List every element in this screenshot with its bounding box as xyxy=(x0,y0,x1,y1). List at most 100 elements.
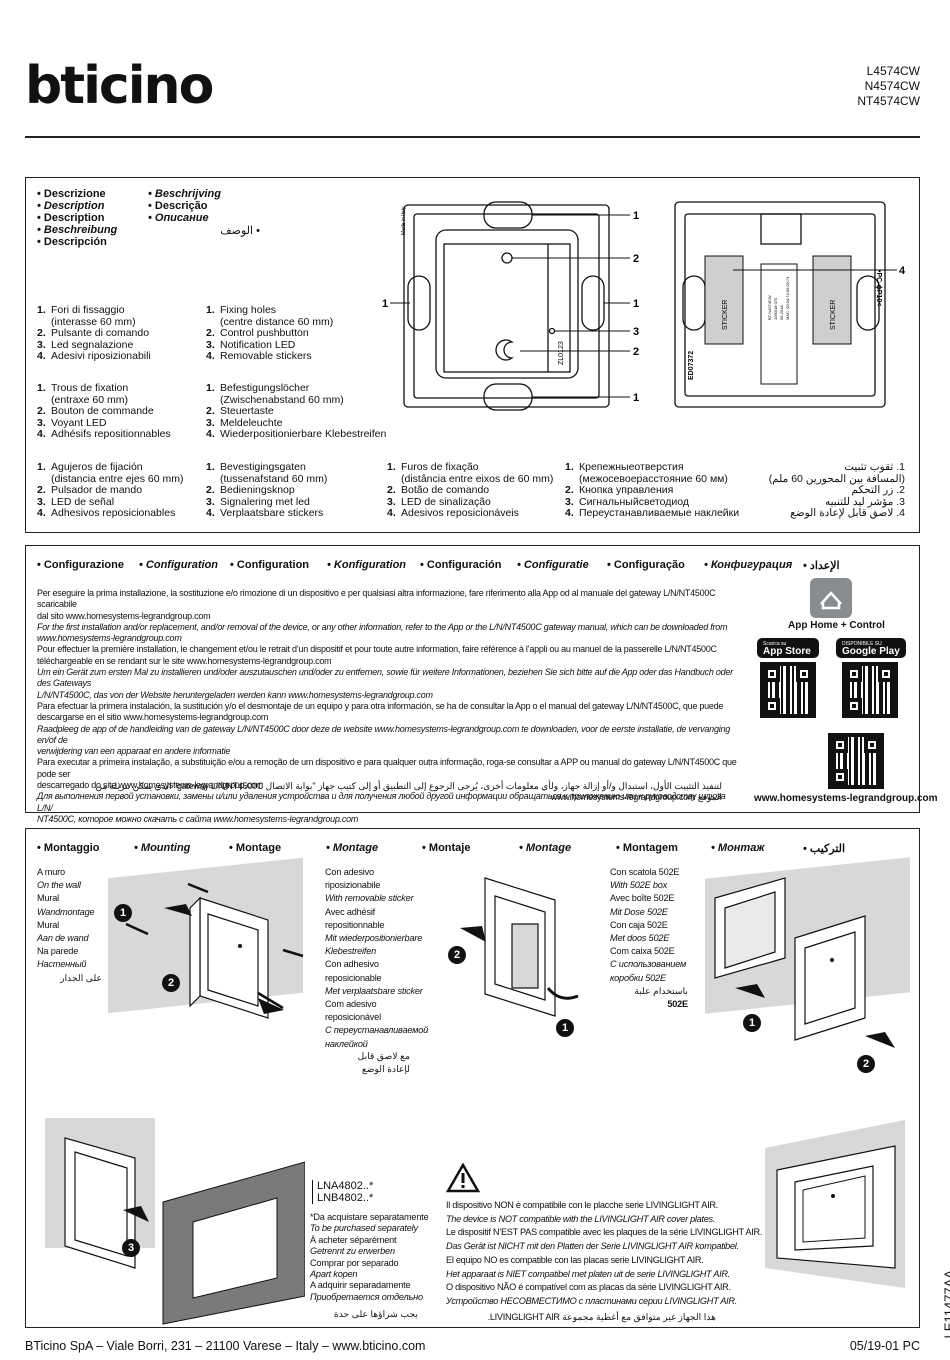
code-nt: NT4574CW xyxy=(857,94,920,108)
line: لإعادة الوضع xyxy=(361,1064,410,1075)
google-play-badge[interactable]: DISPONIBILE SU Google Play xyxy=(836,638,906,658)
desc-list-nl: 1.Bevestigingsgaten (tussenafstand 60 mm… xyxy=(206,461,327,520)
callout: 1 xyxy=(382,298,388,310)
text-line: À acheter séparément xyxy=(310,1234,397,1245)
num: 1. xyxy=(206,304,215,316)
cfg-h: • Configuratie xyxy=(517,559,589,571)
configuration-section xyxy=(25,545,920,813)
back-code: ED07372 xyxy=(688,351,695,380)
text-line: Le dispositif N’EST PAS compatible avec … xyxy=(446,1227,763,1238)
title-ar: • الوصف xyxy=(220,225,260,237)
mnt-h: • Montage xyxy=(519,842,572,854)
item: Adesivi riposizionabili xyxy=(51,350,151,363)
text-line: Con caja 502E xyxy=(610,919,668,930)
text-line: On the wall xyxy=(37,880,81,891)
text-line: Het apparaat is NIET compatibel met plat… xyxy=(446,1268,730,1279)
back-info: MAC: 00:04:74:00:00:74 xyxy=(785,276,790,320)
mnt-h: • Montage xyxy=(229,842,282,854)
config-text-ar: لتنفيذ التثبيت الأول، استبدال و/أو إزالة… xyxy=(37,781,722,804)
item: (межосевоерасстояние 60 мм) xyxy=(579,472,728,485)
callout: 3 xyxy=(633,326,639,338)
device-front-diagram: Made in Italy ZL0123 1 2 1 3 2 1 1 xyxy=(382,201,639,411)
item: Trous de fixation xyxy=(51,382,129,394)
app-icon[interactable] xyxy=(810,578,852,618)
num: 2. xyxy=(206,405,215,418)
num: 1. xyxy=(387,461,396,473)
text-line: A muro xyxy=(37,867,65,877)
document-code: LE11477AA xyxy=(941,1270,950,1339)
item: Adhesivos reposicionables xyxy=(51,507,176,520)
appstore-small: Scarica su xyxy=(763,641,787,647)
desc-list-de: 1.Befestigungslöcher (Zwischenabstand 60… xyxy=(206,382,387,441)
app-store-badge[interactable]: Scarica su App Store xyxy=(757,638,819,658)
title-it: • Descrizione xyxy=(37,188,106,200)
text-line: С использованием xyxy=(610,959,687,970)
num: 4. xyxy=(387,507,396,520)
item: Adhésifs repositionnables xyxy=(51,428,171,441)
item: Fixing holes xyxy=(220,304,277,316)
text-line: Приобретается отдельно xyxy=(310,1291,423,1302)
line: مع لاصق قابل xyxy=(357,1051,411,1061)
item: Wiederpositionierbare Klebestreifen xyxy=(220,428,387,441)
mounting-section xyxy=(25,828,920,1328)
item: Furos de fixação xyxy=(401,461,479,473)
desc-list-pt: 1. Furos de fixação (distância entre eixo… xyxy=(387,461,554,520)
text-line: A adquirir separadamente xyxy=(310,1280,411,1291)
text-line: Aan de wand xyxy=(37,933,89,944)
code-side-label: ZL0123 xyxy=(558,341,565,365)
text-line: Avec adhésif xyxy=(325,906,376,917)
text-line: Na parede xyxy=(37,946,79,957)
step-badge: 2 xyxy=(857,1055,875,1073)
warning-icon xyxy=(446,1163,480,1193)
text-line: Met doos 502E xyxy=(610,933,670,944)
line: 502E xyxy=(667,999,688,1010)
mnt-h: • التركيب xyxy=(803,843,846,855)
text-line: Para efectuar la primera instalación, la… xyxy=(37,700,724,711)
title-fr: • Description xyxy=(37,212,105,224)
num: 3. xyxy=(387,495,396,508)
text-line: For the first installation and/or replac… xyxy=(37,621,728,632)
device-back-diagram: STICKER STICKER ED07372 •PC-ϕP10< BT-N45… xyxy=(674,201,906,408)
num: 2. xyxy=(565,484,574,497)
item: Meldeleuchte xyxy=(220,416,283,429)
step-badge: 1 xyxy=(743,1014,761,1032)
num: 2. xyxy=(37,327,46,340)
app-label: App Home + Control xyxy=(788,620,885,631)
callout: 2 xyxy=(633,253,639,265)
title-ru: • Описание xyxy=(148,212,209,224)
item: Verplaatsbare stickers xyxy=(220,507,324,520)
num: 4. xyxy=(206,350,215,363)
step-badge: 1 xyxy=(556,1019,574,1037)
plate-code: LNB4802..* xyxy=(317,1192,374,1204)
item: Fori di fissaggio xyxy=(51,304,125,316)
box-mount-illustration xyxy=(714,877,895,1048)
qr-google-play[interactable] xyxy=(842,662,898,718)
item: Voyant LED xyxy=(51,416,107,429)
website-link[interactable]: www.homesystems-legrandgroup.com xyxy=(754,793,938,804)
back-info: BT-N4574CW xyxy=(767,295,772,320)
item: (distancia entre ejes 60 mm) xyxy=(51,472,184,485)
qr-website[interactable] xyxy=(828,733,884,789)
item: Кнопка управления xyxy=(579,484,674,497)
callout: 1 xyxy=(633,392,639,404)
mnt-h: • Монтаж xyxy=(711,842,765,854)
item: (entraxe 60 mm) xyxy=(51,393,129,406)
item: Botão de comando xyxy=(401,484,490,497)
num: 4. xyxy=(565,507,574,520)
item: 4. لاصق قابل لإعادة الوضع xyxy=(790,507,905,520)
text-line: Com caixa 502E xyxy=(610,946,675,957)
text-line: riposizionabile xyxy=(325,880,381,891)
item: Крепежныеотверстия xyxy=(579,461,684,473)
item: (distância entre eixos de 60 mm) xyxy=(401,472,554,485)
num: 3. xyxy=(565,495,574,508)
text-line: Comprar por separado xyxy=(310,1257,399,1268)
home-icon xyxy=(820,591,842,610)
text-line: repositionnable xyxy=(325,919,385,930)
back-info: 1090/18 070 xyxy=(773,297,778,320)
qr-appstore[interactable] xyxy=(760,662,816,718)
item: Bevestigingsgaten xyxy=(220,461,306,473)
item: 1. ثقوب تثبيت xyxy=(844,461,905,473)
text-line: Con adhesivo xyxy=(325,959,379,970)
